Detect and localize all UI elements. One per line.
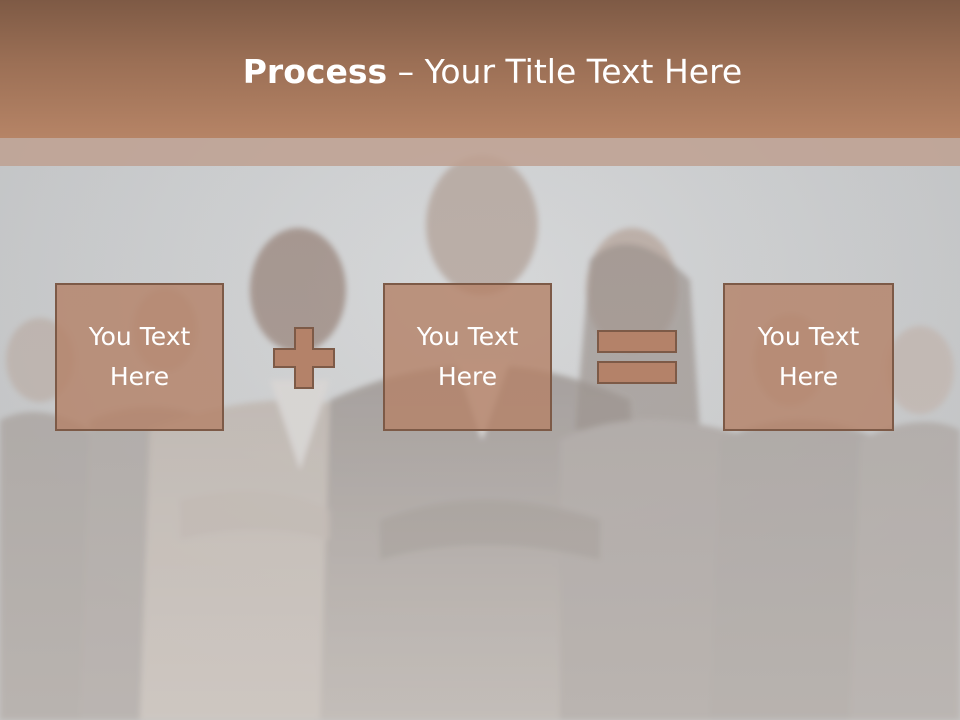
title-rest-text: – Your Title Text Here [387,52,743,91]
box-3-line-2: Here [778,362,839,391]
title-bar [0,0,960,138]
box-2-line-2: Here [437,362,498,391]
box-1-line-2: Here [109,362,170,391]
equals-icon [597,330,677,384]
title-underbar [0,138,960,166]
process-box-2[interactable]: You Text Here [383,283,552,431]
box-2-line-1: You Text [416,322,519,351]
box-1-line-1: You Text [88,322,191,351]
slide-title[interactable]: Process – Your Title Text Here [0,52,960,91]
process-box-3[interactable]: You Text Here [723,283,894,431]
plus-icon [273,327,335,389]
box-3-line-1: You Text [757,322,860,351]
process-box-1[interactable]: You Text Here [55,283,224,431]
title-bold-text: Process [242,52,388,91]
